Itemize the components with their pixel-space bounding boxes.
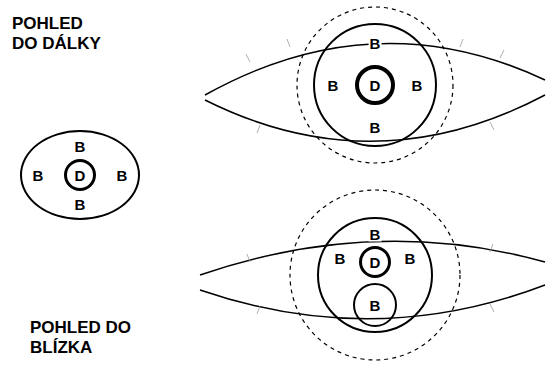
eyelash (490, 122, 494, 130)
eyelash (490, 304, 494, 312)
zone-letter: B (74, 139, 87, 154)
zone-letter: B (411, 78, 424, 93)
eyelash (460, 39, 463, 47)
eyelash (490, 244, 493, 252)
dashed-lens-outline (290, 190, 460, 360)
distance-zone-circle: D (64, 159, 96, 191)
lower-eyelid (200, 285, 545, 319)
eyelash (287, 39, 290, 47)
zone-letter: B (404, 251, 417, 266)
view-title: POHLED DO BLÍZKA (30, 318, 136, 358)
dashed-lens-outline (297, 7, 453, 163)
zone-letter: B (369, 120, 382, 135)
zone-letter: B (74, 197, 87, 212)
distance-zone-circle: D (355, 65, 395, 105)
zone-letter: D (369, 78, 382, 93)
lens-circle: BBBDB (317, 217, 433, 333)
zone-letter: B (32, 168, 45, 183)
near-zone-circle: B (353, 283, 397, 327)
zone-letter: B (334, 251, 347, 266)
view-title: POHLED DO DÁLKY (12, 14, 112, 54)
distance-zone-circle: D (359, 246, 391, 278)
zone-letter: B (369, 36, 382, 51)
eyelash (500, 50, 504, 58)
eyelash (246, 54, 250, 62)
eyelash (257, 306, 260, 314)
zone-letter: B (116, 168, 129, 183)
lens-circle: B B B B D (313, 23, 437, 147)
zone-letter: B (327, 78, 340, 93)
zone-letter: B (369, 298, 382, 313)
zone-letter: D (369, 255, 382, 270)
eyelash (247, 254, 250, 262)
lens-circle: BBBBD (20, 130, 140, 220)
zone-letter: D (74, 168, 87, 183)
upper-eyelid (205, 43, 545, 95)
zone-letter: B (369, 227, 382, 242)
eyelash (257, 125, 260, 133)
